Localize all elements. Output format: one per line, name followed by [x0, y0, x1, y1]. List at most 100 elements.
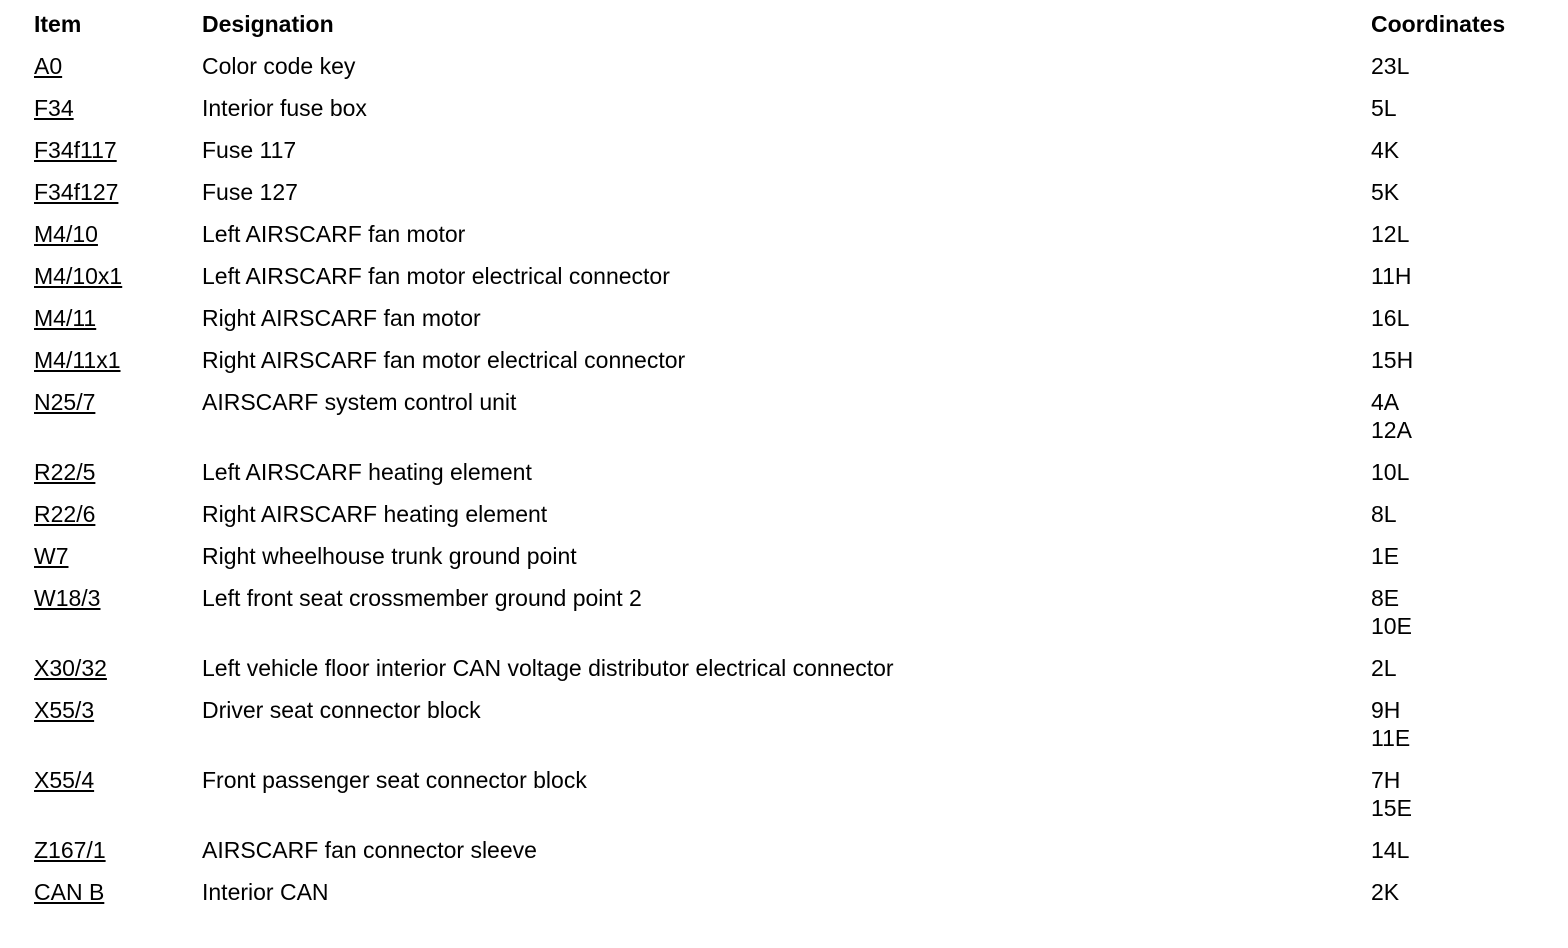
coordinate-value: 7H	[1371, 767, 1401, 793]
item-cell: R22/5	[34, 458, 202, 486]
item-cell: M4/10x1	[34, 262, 202, 290]
coordinate-value: 8L	[1371, 501, 1397, 527]
coordinate-value: 15H	[1371, 347, 1414, 373]
item-cell: F34f127	[34, 178, 202, 206]
coordinates-cell: 12L	[1371, 220, 1554, 248]
coordinate-value: 8E	[1371, 585, 1400, 611]
item-cell: X30/32	[34, 654, 202, 682]
coordinate-value: 1E	[1371, 543, 1400, 569]
item-link[interactable]: X30/32	[34, 655, 107, 681]
item-link[interactable]: R22/5	[34, 459, 96, 485]
header-coordinates: Coordinates	[1371, 11, 1506, 37]
item-cell: F34	[34, 94, 202, 122]
item-link[interactable]: W18/3	[34, 585, 101, 611]
coordinate-value: 10L	[1371, 459, 1410, 485]
designation-cell: Left AIRSCARF fan motor electrical conne…	[202, 263, 670, 289]
item-link[interactable]: N25/7	[34, 389, 96, 415]
item-cell: W18/3	[34, 584, 202, 612]
item-cell: M4/11	[34, 304, 202, 332]
table-row: F34f117 Fuse 117 4K	[34, 128, 1554, 170]
coordinate-value: 11E	[1371, 725, 1411, 751]
coordinate-value: 4K	[1371, 137, 1400, 163]
table-row: W7 Right wheelhouse trunk ground point 1E	[34, 534, 1554, 576]
table-row: X30/32 Left vehicle floor interior CAN vo…	[34, 646, 1554, 688]
designation-cell: Front passenger seat connector block	[202, 767, 587, 793]
designation-cell: Fuse 127	[202, 179, 298, 205]
item-link[interactable]: M4/11	[34, 305, 97, 331]
coordinate-value: 11H	[1371, 263, 1412, 289]
coordinates-cell: 11H	[1371, 262, 1554, 290]
designation-cell: Right AIRSCARF fan motor electrical conn…	[202, 347, 686, 373]
item-link[interactable]: CAN B	[34, 879, 105, 905]
designation-cell: Left AIRSCARF fan motor	[202, 221, 466, 247]
coordinates-cell: 5K	[1371, 178, 1554, 206]
item-cell: M4/10	[34, 220, 202, 248]
coordinates-cell: 4K	[1371, 136, 1554, 164]
item-cell: A0	[34, 52, 202, 80]
item-link[interactable]: W7	[34, 543, 69, 569]
designation-cell: Driver seat connector block	[202, 697, 481, 723]
designation-cell: Interior CAN	[202, 879, 329, 905]
coordinate-value: 9H	[1371, 697, 1401, 723]
item-cell: X55/4	[34, 766, 202, 794]
designation-cell: Color code key	[202, 53, 356, 79]
item-cell: F34f117	[34, 136, 202, 164]
coordinates-cell: 1E	[1371, 542, 1554, 570]
table-row: F34f127 Fuse 127 5K	[34, 170, 1554, 212]
item-link[interactable]: R22/6	[34, 501, 96, 527]
item-cell: M4/11x1	[34, 346, 202, 374]
item-link[interactable]: A0	[34, 53, 63, 79]
item-cell: R22/6	[34, 500, 202, 528]
coordinates-cell: 15H	[1371, 346, 1554, 374]
designation-cell: Fuse 117	[202, 137, 297, 163]
designation-cell: Right wheelhouse trunk ground point	[202, 543, 577, 569]
coordinate-value: 12A	[1371, 417, 1412, 443]
table-row: CAN B Interior CAN 2K	[34, 870, 1554, 912]
item-link[interactable]: M4/11x1	[34, 347, 121, 373]
designation-cell: Left vehicle floor interior CAN voltage …	[202, 655, 894, 681]
coordinate-value: 12L	[1371, 221, 1410, 247]
table-row: W18/3 Left front seat crossmember ground …	[34, 576, 1554, 646]
coordinates-cell: 5L	[1371, 94, 1554, 122]
item-cell: N25/7	[34, 388, 202, 416]
item-link[interactable]: F34f117	[34, 137, 117, 163]
item-link[interactable]: M4/10x1	[34, 263, 123, 289]
item-link[interactable]: M4/10	[34, 221, 98, 247]
coordinate-value: 10E	[1371, 613, 1412, 639]
coordinate-value: 5L	[1371, 95, 1397, 121]
table-row: M4/11x1 Right AIRSCARF fan motor electric…	[34, 338, 1554, 380]
designation-cell: AIRSCARF system control unit	[202, 389, 517, 415]
table-row: M4/10x1 Left AIRSCARF fan motor electrica…	[34, 254, 1554, 296]
designation-cell: Right AIRSCARF fan motor	[202, 305, 481, 331]
item-link[interactable]: X55/4	[34, 767, 95, 793]
coordinate-value: 23L	[1371, 53, 1410, 79]
coordinates-cell: 23L	[1371, 52, 1554, 80]
coordinate-value: 5K	[1371, 179, 1400, 205]
item-cell: W7	[34, 542, 202, 570]
item-cell: CAN B	[34, 878, 202, 906]
item-cell: X55/3	[34, 696, 202, 724]
coordinate-value: 2L	[1371, 655, 1397, 681]
coordinate-value: 2K	[1371, 879, 1400, 905]
designation-cell: Left front seat crossmember ground point…	[202, 585, 642, 611]
item-link[interactable]: Z167/1	[34, 837, 106, 863]
designation-cell: Right AIRSCARF heating element	[202, 501, 548, 527]
coordinates-cell: 2K	[1371, 878, 1554, 906]
designation-cell: AIRSCARF fan connector sleeve	[202, 837, 537, 863]
item-link[interactable]: F34	[34, 95, 74, 121]
item-cell: Z167/1	[34, 836, 202, 864]
table-row: A0 Color code key 23L	[34, 44, 1554, 86]
designation-cell: Left AIRSCARF heating element	[202, 459, 532, 485]
item-link[interactable]: X55/3	[34, 697, 95, 723]
item-link[interactable]: F34f127	[34, 179, 119, 205]
